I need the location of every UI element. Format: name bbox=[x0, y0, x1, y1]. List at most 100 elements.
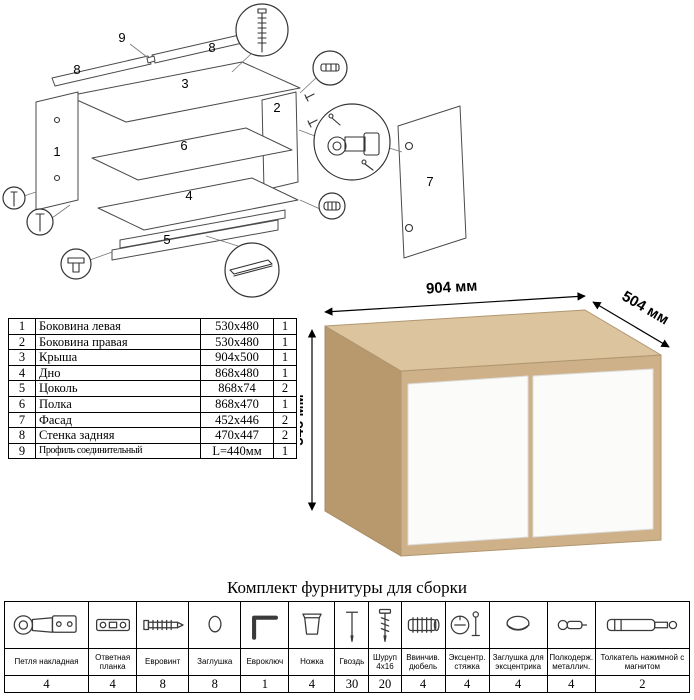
part-number: 2 bbox=[8, 333, 36, 351]
hardware-qty: 4 bbox=[288, 675, 336, 693]
table-row: 1 Боковина левая 530x480 1 bbox=[8, 318, 297, 335]
callout-small-dowel bbox=[318, 192, 346, 220]
screw-icon bbox=[378, 608, 392, 642]
part-number: 5 bbox=[8, 380, 36, 397]
part-size: 904x500 bbox=[200, 349, 274, 366]
hardware-qty: 4 bbox=[444, 675, 490, 693]
bottom-panel bbox=[97, 177, 299, 231]
plinth-back bbox=[119, 209, 286, 249]
part-number: 8 bbox=[8, 427, 36, 444]
part-name: Боковина правая bbox=[35, 333, 201, 351]
cabinet-render: 904 мм 504 мм 546 мм bbox=[300, 278, 672, 557]
diagram-label-4: 4 bbox=[185, 188, 192, 203]
table-row: 8 Стенка задняя 470x447 2 bbox=[8, 427, 297, 444]
leader-line bbox=[231, 52, 253, 73]
hardware-label: Ответная планка bbox=[88, 648, 138, 676]
height-dimension-label: 546 мм bbox=[300, 394, 307, 445]
leader-line bbox=[89, 251, 113, 261]
table-row: 4 Дно 868x480 1 bbox=[8, 364, 297, 382]
hinge-cup-hole bbox=[404, 141, 414, 151]
leader-line bbox=[23, 191, 37, 197]
part-size: 452x446 bbox=[200, 411, 274, 429]
callout-hinge bbox=[313, 103, 391, 181]
part-size: 530x480 bbox=[200, 333, 274, 351]
hardware-label: Шуруп 4x16 bbox=[368, 648, 402, 676]
door-panel bbox=[397, 105, 467, 259]
right-side-panel bbox=[261, 91, 299, 191]
part-size: 868x480 bbox=[200, 364, 274, 382]
part-number: 4 bbox=[8, 364, 36, 382]
width-dimension-label: 904 мм bbox=[426, 278, 478, 298]
leader-line bbox=[299, 76, 318, 94]
part-qty: 1 bbox=[273, 442, 297, 460]
hardware-qty: 1 bbox=[240, 675, 290, 693]
leader-line bbox=[298, 129, 316, 137]
cabinet-door-left bbox=[407, 375, 529, 546]
hardware-icons-row bbox=[3, 601, 691, 649]
part-qty: 1 bbox=[273, 395, 297, 413]
diagram-label-1: 1 bbox=[53, 144, 60, 159]
part-size: L=440мм bbox=[200, 442, 274, 460]
top-panel bbox=[67, 61, 301, 123]
width-dimension-arrow bbox=[324, 292, 586, 316]
part-name: Боковина левая bbox=[35, 318, 201, 335]
callout-foot bbox=[60, 248, 92, 280]
hardware-label: Толкатель нажимной с магнитом bbox=[594, 648, 691, 676]
hardware-qty-row: 4 4 8 8 1 4 30 20 4 4 4 4 2 bbox=[3, 675, 691, 693]
callout-profile bbox=[224, 242, 280, 298]
cam-hole bbox=[53, 116, 61, 124]
push-latch-icon bbox=[607, 618, 678, 632]
diagram-label-8a: 8 bbox=[73, 62, 80, 77]
hardware-label: Петля накладная bbox=[3, 648, 90, 676]
part-name: Крыша bbox=[35, 349, 201, 366]
screw-dowel-icon bbox=[407, 617, 440, 633]
hardware-qty: 4 bbox=[400, 675, 446, 693]
part-qty: 1 bbox=[273, 333, 297, 351]
part-name: Полка bbox=[35, 395, 201, 413]
connector-profile bbox=[146, 55, 156, 64]
parts-table: 1 Боковина левая 530x480 1 2 Боковина пр… bbox=[8, 318, 297, 460]
shelf-panel bbox=[91, 127, 293, 181]
floating-screw bbox=[307, 119, 318, 128]
part-number: 7 bbox=[8, 411, 36, 429]
hardware-label: Евровинт bbox=[136, 648, 190, 676]
part-size: 868x74 bbox=[200, 380, 274, 397]
diagram-label-2: 2 bbox=[273, 100, 280, 115]
part-qty: 1 bbox=[273, 318, 297, 335]
table-row: 3 Крыша 904x500 1 bbox=[8, 349, 297, 366]
leader-line bbox=[388, 147, 403, 153]
hardware-labels-row: Петля накладная Ответная планка Евровинт… bbox=[3, 648, 691, 676]
hinge-icon bbox=[13, 615, 77, 635]
diagram-label-3: 3 bbox=[181, 76, 188, 91]
hardware-label: Ввинчив. дюбель bbox=[400, 648, 446, 676]
diagram-label-6: 6 bbox=[180, 138, 187, 153]
cap-icon bbox=[208, 615, 222, 633]
leader-line bbox=[299, 199, 321, 210]
table-row: 9 Профиль соединительный L=440мм 1 bbox=[8, 442, 297, 460]
part-number: 3 bbox=[8, 349, 36, 366]
cam-hole bbox=[53, 174, 61, 182]
part-name: Фасад bbox=[35, 411, 201, 429]
cabinet-door-right bbox=[532, 368, 654, 538]
back-panel-left bbox=[51, 55, 152, 87]
table-row: 2 Боковина правая 530x480 1 bbox=[8, 333, 297, 351]
hardware-qty: 8 bbox=[136, 675, 190, 693]
part-number: 6 bbox=[8, 395, 36, 413]
hardware-label: Заглушка bbox=[188, 648, 242, 676]
callout-euro-screw bbox=[235, 3, 289, 57]
part-size: 470x447 bbox=[200, 427, 274, 444]
part-name: Профиль соединительный bbox=[35, 442, 201, 460]
part-size: 530x480 bbox=[200, 318, 274, 335]
part-qty: 2 bbox=[273, 380, 297, 397]
left-side-panel bbox=[35, 91, 79, 211]
part-qty: 1 bbox=[273, 364, 297, 382]
hardware-qty: 2 bbox=[594, 675, 691, 693]
part-name: Стенка задняя bbox=[35, 427, 201, 444]
part-qty: 2 bbox=[273, 411, 297, 429]
hex-key-icon bbox=[251, 615, 278, 640]
hardware-qty: 4 bbox=[546, 675, 596, 693]
diagram-label-5: 5 bbox=[163, 232, 170, 247]
hardware-qty: 20 bbox=[368, 675, 402, 693]
plinth-front bbox=[111, 219, 279, 261]
